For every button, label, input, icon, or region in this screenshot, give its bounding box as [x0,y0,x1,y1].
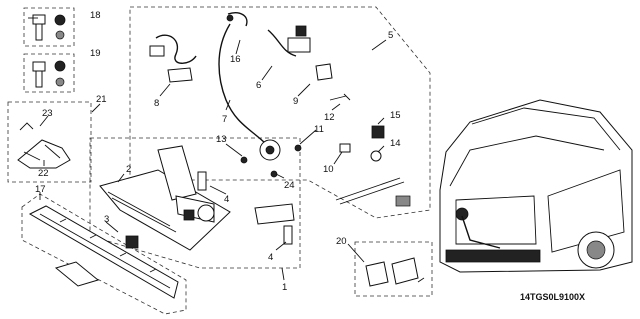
hitch-receiver-1-part [99,145,295,251]
module-6-part [267,25,311,57]
screw-13-part [240,156,248,164]
callout-2: 2 [126,164,131,175]
socket-7-part [259,139,281,161]
callout-20: 20 [336,236,347,247]
clip-14-part [370,150,382,162]
diagram-code: 14TGS0L9100X [520,292,585,302]
harness-7-part [218,12,267,145]
bolt-19-part [32,60,66,88]
callout-19: 19 [90,48,101,59]
bracket-group-box [7,101,92,183]
callout-18: 18 [90,10,101,21]
callout-7: 7 [222,114,227,125]
bracket-22-part [17,139,71,169]
clip-10-part [339,143,351,153]
callout-1: 1 [282,282,287,293]
callout-21: 21 [96,94,107,105]
bolt-box-18 [23,7,75,47]
cable-tie-part [335,177,411,207]
bolt-box-19 [23,53,75,93]
bolt-4-part [197,171,293,245]
wire-harness-8-part [149,34,197,83]
callout-9: 9 [293,96,298,107]
callout-4b: 4 [268,252,273,263]
clip-23-part [19,122,34,131]
tube-group-box [354,241,433,297]
callout-12: 12 [324,112,335,123]
callout-3: 3 [104,214,109,225]
callout-5: 5 [388,30,393,41]
callout-15: 15 [390,110,401,121]
callout-10: 10 [323,164,334,175]
relay-15-part [371,125,385,139]
grommet-11-part [294,144,302,152]
callout-13: 13 [216,134,227,145]
nut-3-part [125,235,139,249]
hitch-2-part [107,191,177,233]
callout-23: 23 [42,108,53,119]
clip-12-part [329,93,351,101]
hitch-group-box [89,137,301,269]
callout-6: 6 [256,80,261,91]
callout-16: 16 [230,54,241,65]
callout-8: 8 [154,98,159,109]
callout-11: 11 [314,124,324,135]
callout-4a: 4 [224,194,229,205]
bolt-18-part [32,14,66,41]
tube-20-part [365,257,425,287]
connector-9-part [315,63,333,81]
callout-22: 22 [38,168,49,179]
bumper-beam-17-part [28,205,179,299]
callout-17: 17 [35,184,46,195]
vehicle-rear-view [439,99,633,273]
leader-lines [28,17,387,281]
callout-24: 24 [284,180,295,191]
callout-14: 14 [390,138,401,149]
